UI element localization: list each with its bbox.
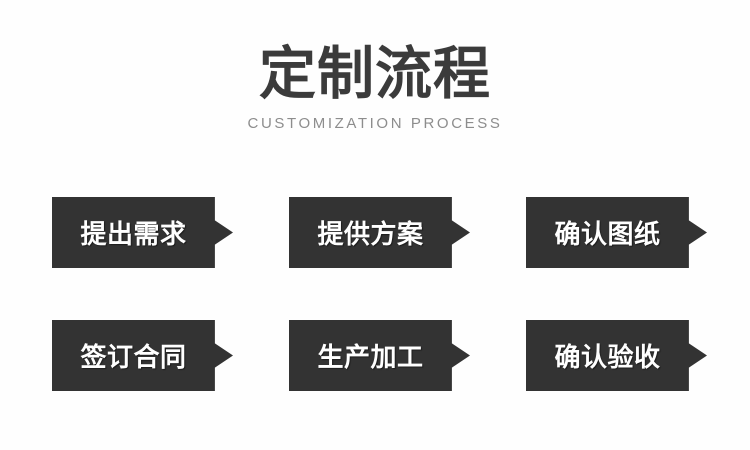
process-step-label: 提供方案: [317, 218, 424, 249]
process-row-1: 提出需求 提供方案 确认图纸: [52, 197, 712, 268]
process-step-label: 生产加工: [317, 341, 424, 372]
process-step-6: 确认验收: [526, 320, 707, 391]
process-step-label: 签订合同: [80, 341, 187, 372]
arrow-badge-shape-icon: [289, 320, 470, 391]
arrow-badge-shape-icon: [526, 197, 707, 268]
process-step-label: 确认验收: [554, 341, 661, 372]
process-step-4: 签订合同: [52, 320, 233, 391]
process-step-2: 提供方案: [289, 197, 470, 268]
page-subtitle: CUSTOMIZATION PROCESS: [247, 115, 503, 132]
process-step-label: 提出需求: [80, 218, 187, 249]
page-title: 定制流程: [259, 42, 491, 106]
process-step-label: 确认图纸: [554, 218, 661, 249]
process-step-1: 提出需求: [52, 197, 233, 268]
arrow-badge-shape-icon: [526, 320, 707, 391]
arrow-badge-shape-icon: [289, 197, 470, 268]
arrow-badge-shape-icon: [52, 320, 233, 391]
header: 定制流程 CUSTOMIZATION PROCESS: [0, 42, 750, 133]
process-step-5: 生产加工: [289, 320, 470, 391]
process-steps: 提出需求 提供方案 确认图纸 签订合同 生产加工 确认验收: [52, 197, 712, 391]
process-row-2: 签订合同 生产加工 确认验收: [52, 320, 712, 391]
arrow-badge-shape-icon: [52, 197, 233, 268]
process-step-3: 确认图纸: [526, 197, 707, 268]
